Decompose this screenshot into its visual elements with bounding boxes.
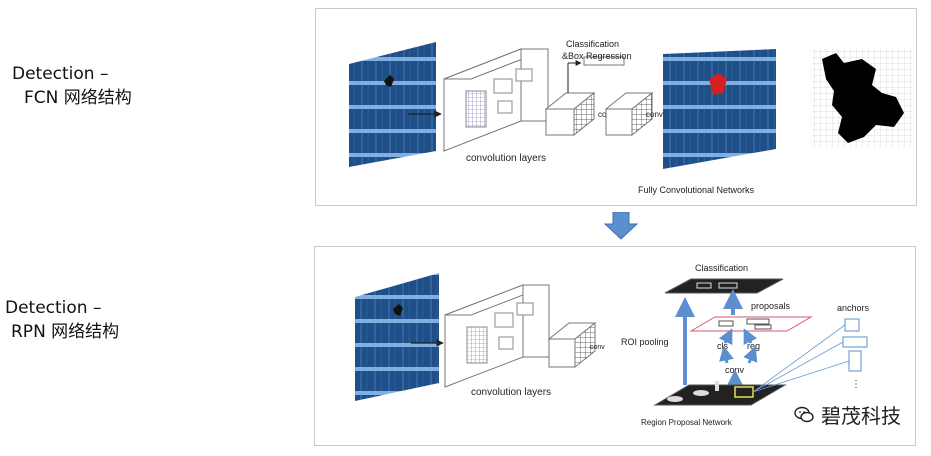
classification-label: Classification (566, 39, 619, 49)
red-blob (709, 73, 727, 95)
output-image (663, 49, 776, 169)
rpn-conv-label: conv (725, 365, 745, 375)
classification-plane (664, 278, 784, 294)
rpn-conv-layers-block (444, 284, 550, 388)
anchors-dots: ⋮ (851, 379, 861, 390)
wechat-icon (794, 406, 814, 422)
rpn-bird-silhouette (393, 304, 403, 316)
anchors-label: anchors (837, 303, 870, 313)
box-regression-label: &Box Regression (562, 51, 632, 61)
feature-block-2 (604, 91, 654, 137)
rpn-diagram: convolution layers conv ROI pooling Clas… (355, 263, 870, 427)
proposals-label: proposals (751, 301, 791, 311)
conv-b-label: conv (646, 110, 663, 119)
conv-layers-block (443, 48, 549, 152)
roi-pooling-label: ROI pooling (621, 337, 669, 347)
bird-silhouette (384, 75, 394, 87)
fcn-label-line2: FCN 网络结构 (24, 88, 132, 108)
rpn-conv-layers-label: convolution layers (471, 387, 551, 398)
segmentation-mask (812, 49, 912, 147)
fcn-caption: Fully Convolutional Networks (638, 185, 755, 195)
fcn-diagram: convolution layers conv conv Classificat… (349, 39, 912, 195)
down-arrow (604, 212, 638, 240)
rpn-input-image (355, 273, 439, 401)
watermark: 碧茂科技 (793, 400, 901, 429)
watermark-text: 碧茂科技 (821, 404, 901, 428)
rpn-caption: Region Proposal Network (641, 418, 733, 427)
rpn-label-line1: Detection – (5, 298, 102, 318)
rpn-panel: convolution layers conv ROI pooling Clas… (314, 246, 916, 446)
reg-label: reg (747, 341, 760, 351)
rpn-label: Detection – RPN 网络结构 (5, 296, 119, 344)
anchor-box-1 (844, 318, 860, 332)
conv-layers-label: convolution layers (466, 153, 546, 164)
feature-block-1 (544, 91, 596, 137)
rpn-classification-label: Classification (695, 263, 748, 273)
anchor-box-2 (842, 336, 868, 348)
input-image (349, 42, 436, 167)
anchor-box-3 (848, 350, 862, 372)
rpn-conv-small-label: conv (590, 344, 605, 351)
fcn-panel: convolution layers conv conv Classificat… (315, 8, 917, 206)
fcn-label-line1: Detection – (12, 64, 109, 84)
classification-box (583, 56, 625, 66)
rpn-feature-block (547, 321, 597, 369)
rpn-label-line2: RPN 网络结构 (11, 322, 120, 342)
fcn-label: Detection – FCN 网络结构 (12, 62, 132, 110)
